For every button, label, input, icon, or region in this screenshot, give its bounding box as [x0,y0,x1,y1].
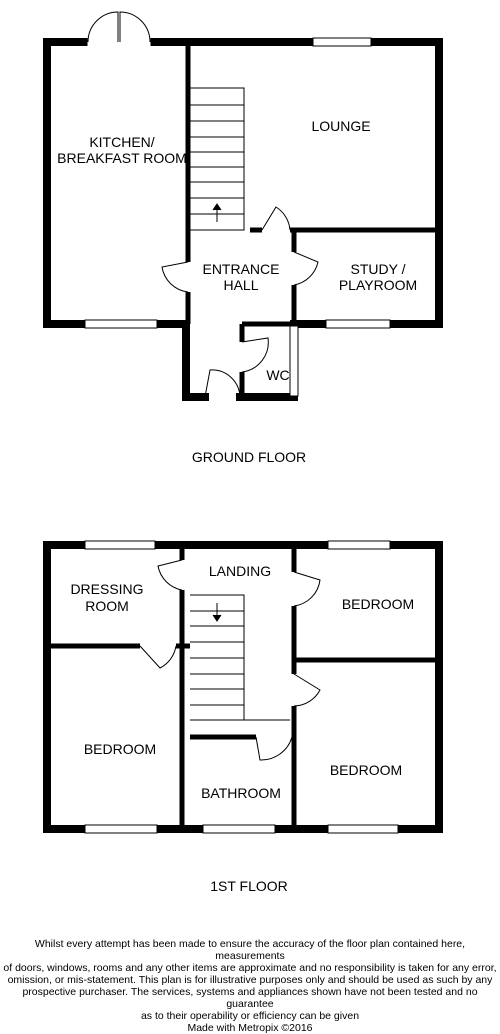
bedroom-front-label: BEDROOM [342,596,414,612]
first-floor-doors [139,559,321,761]
ground-floor-title: GROUND FLOOR [192,449,306,465]
disclaimer-line: Whilst every attempt has been made to en… [34,938,466,962]
ground-floor-plan [43,11,443,401]
study-label-line1: STUDY / [351,261,406,277]
first-floor-stairs [190,594,290,721]
disclaimer-line: of doors, windows, rooms and any other i… [3,962,497,974]
ground-floor-windows [84,37,391,329]
disclaimer-line: as to their operability or efficiency ca… [140,1010,360,1022]
ground-floor-internal-walls [185,42,439,397]
disclaimer-line: omission, or mis-statement. This plan is… [7,974,493,986]
kitchen-label-line1: KITCHEN/ [89,134,154,150]
dressing-room-label-line2: ROOM [85,598,129,614]
first-floor-windows [84,540,399,834]
wc-label: WC [266,367,289,383]
ground-floor-stairs [189,87,245,231]
bedroom-right-label: BEDROOM [330,762,402,778]
first-floor-title: 1ST FLOOR [210,878,288,894]
kitchen-french-doors [87,11,151,47]
dressing-room-label-line1: DRESSING [70,581,143,597]
first-floor-plan [43,540,443,834]
kitchen-label-line2: BREAKFAST ROOM [57,150,187,166]
disclaimer: Whilst every attempt has been made to en… [0,938,500,1034]
wc-window [289,325,299,397]
floor-plan: KITCHEN/ BREAKFAST ROOM LOUNGE ENTRANCE … [43,11,443,894]
ground-floor-doors [161,206,319,398]
disclaimer-line: prospective purchaser. The services, sys… [22,986,478,1010]
first-floor-internal-walls [47,545,439,829]
entrance-hall-label-line1: ENTRANCE [202,261,279,277]
landing-label: LANDING [209,563,271,579]
bedroom-left-label: BEDROOM [84,741,156,757]
entrance-hall-label-line2: HALL [223,277,258,293]
disclaimer-credit: Made with Metropix ©2016 [187,1022,313,1034]
ground-floor-walls [43,38,443,401]
study-label-line2: PLAYROOM [339,277,417,293]
lounge-label: LOUNGE [311,118,370,134]
bathroom-label: BATHROOM [201,785,281,801]
